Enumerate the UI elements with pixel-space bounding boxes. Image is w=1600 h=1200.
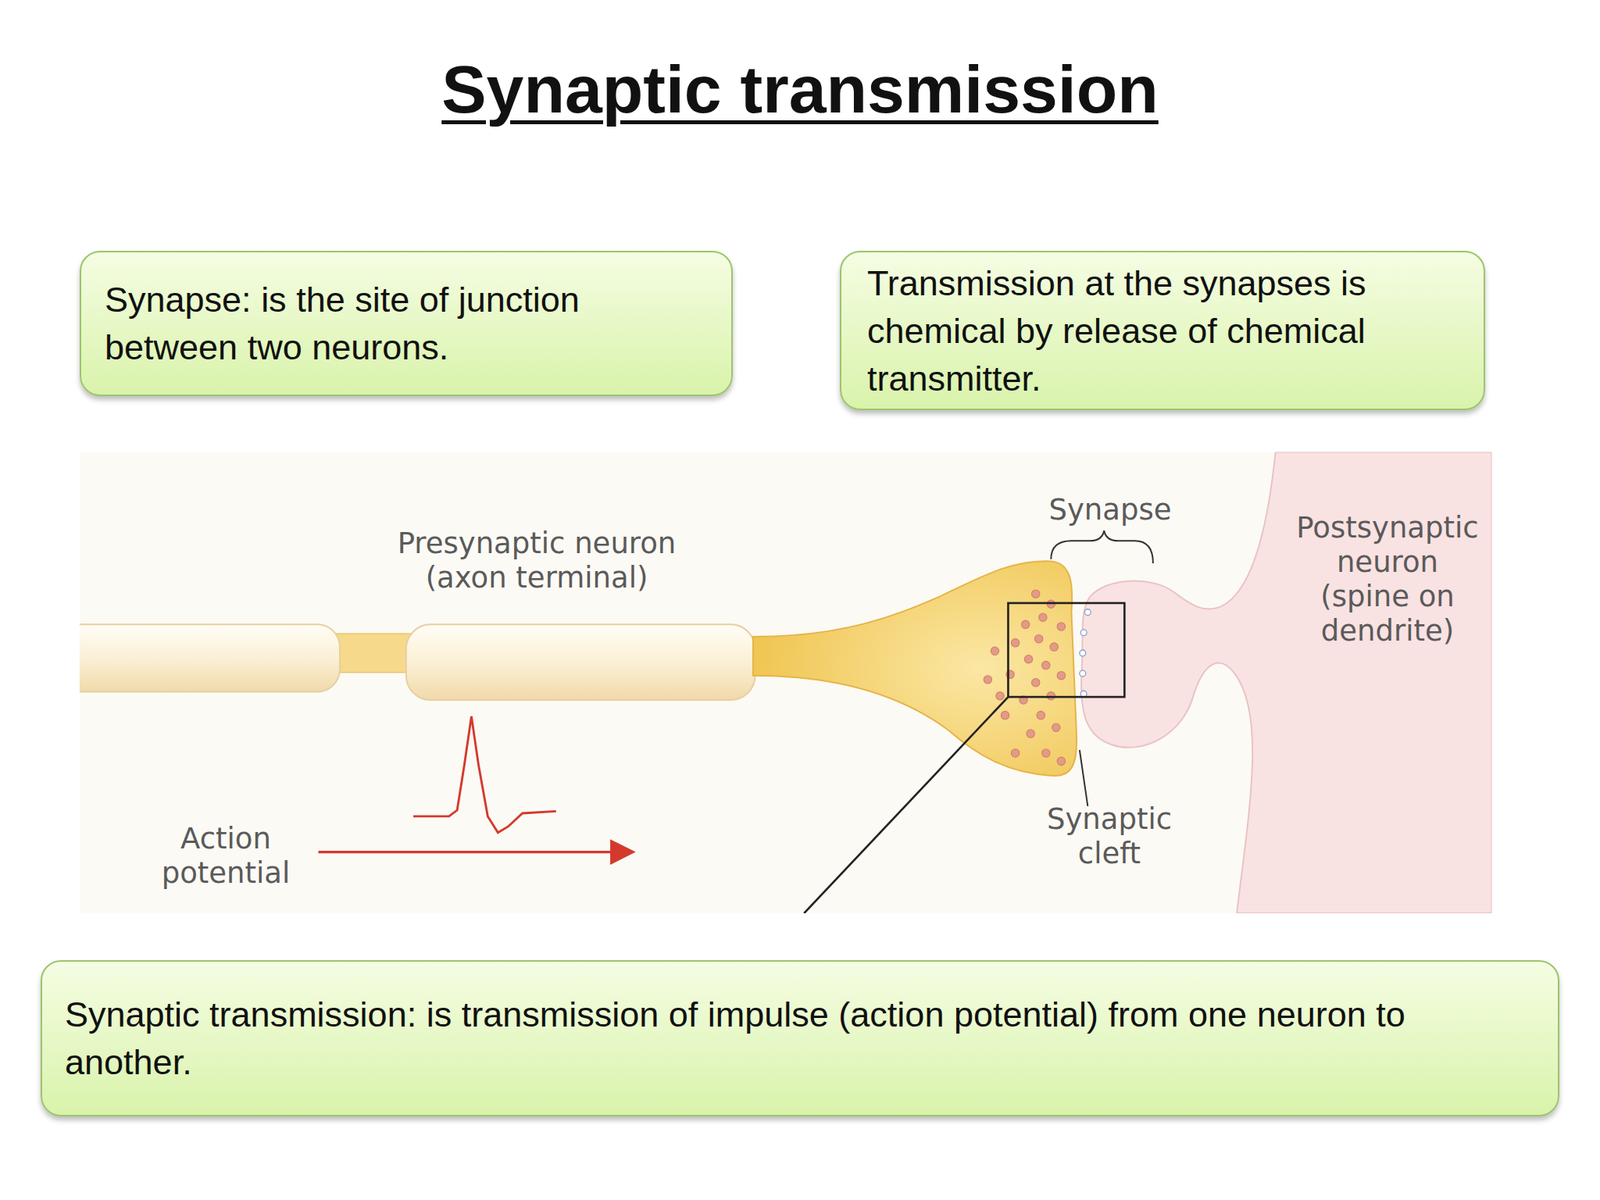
zoom-box — [1007, 603, 1125, 697]
part-label: Synapse — [1008, 492, 1212, 528]
zoom-leader-line — [803, 696, 1008, 914]
action-potential-wave — [413, 716, 557, 833]
title: Synaptic transmission — [0, 51, 1600, 127]
part-label: Presynaptic neuron (axon terminal) — [372, 526, 701, 596]
box-text: Synaptic transmission: is transmission o… — [64, 990, 1518, 1086]
receptors — [1079, 609, 1091, 697]
box-text: Transmission at the synapses is chemical… — [867, 259, 1415, 403]
synaptic-vesicles — [983, 589, 1065, 766]
box-text: Synapse: is the site of junction between… — [104, 275, 652, 372]
part-label: Postsynaptic neuron (spine on dendrite) — [1292, 510, 1484, 649]
synapse-brace — [1050, 530, 1154, 564]
part-label: Action potential — [139, 821, 312, 891]
part-label: Synaptic cleft — [1027, 802, 1192, 872]
myelin-sheath — [79, 624, 340, 692]
definition-box: Synapse: is the site of junction between… — [79, 250, 733, 397]
definition-box: Transmission at the synapses is chemical… — [839, 250, 1486, 411]
axon-terminal — [753, 560, 1077, 776]
cleft-leader-line — [1079, 750, 1088, 807]
definition-box: Synaptic transmission: is transmission o… — [40, 960, 1560, 1117]
direction-arrow — [318, 850, 632, 854]
myelin-sheath — [406, 624, 756, 700]
